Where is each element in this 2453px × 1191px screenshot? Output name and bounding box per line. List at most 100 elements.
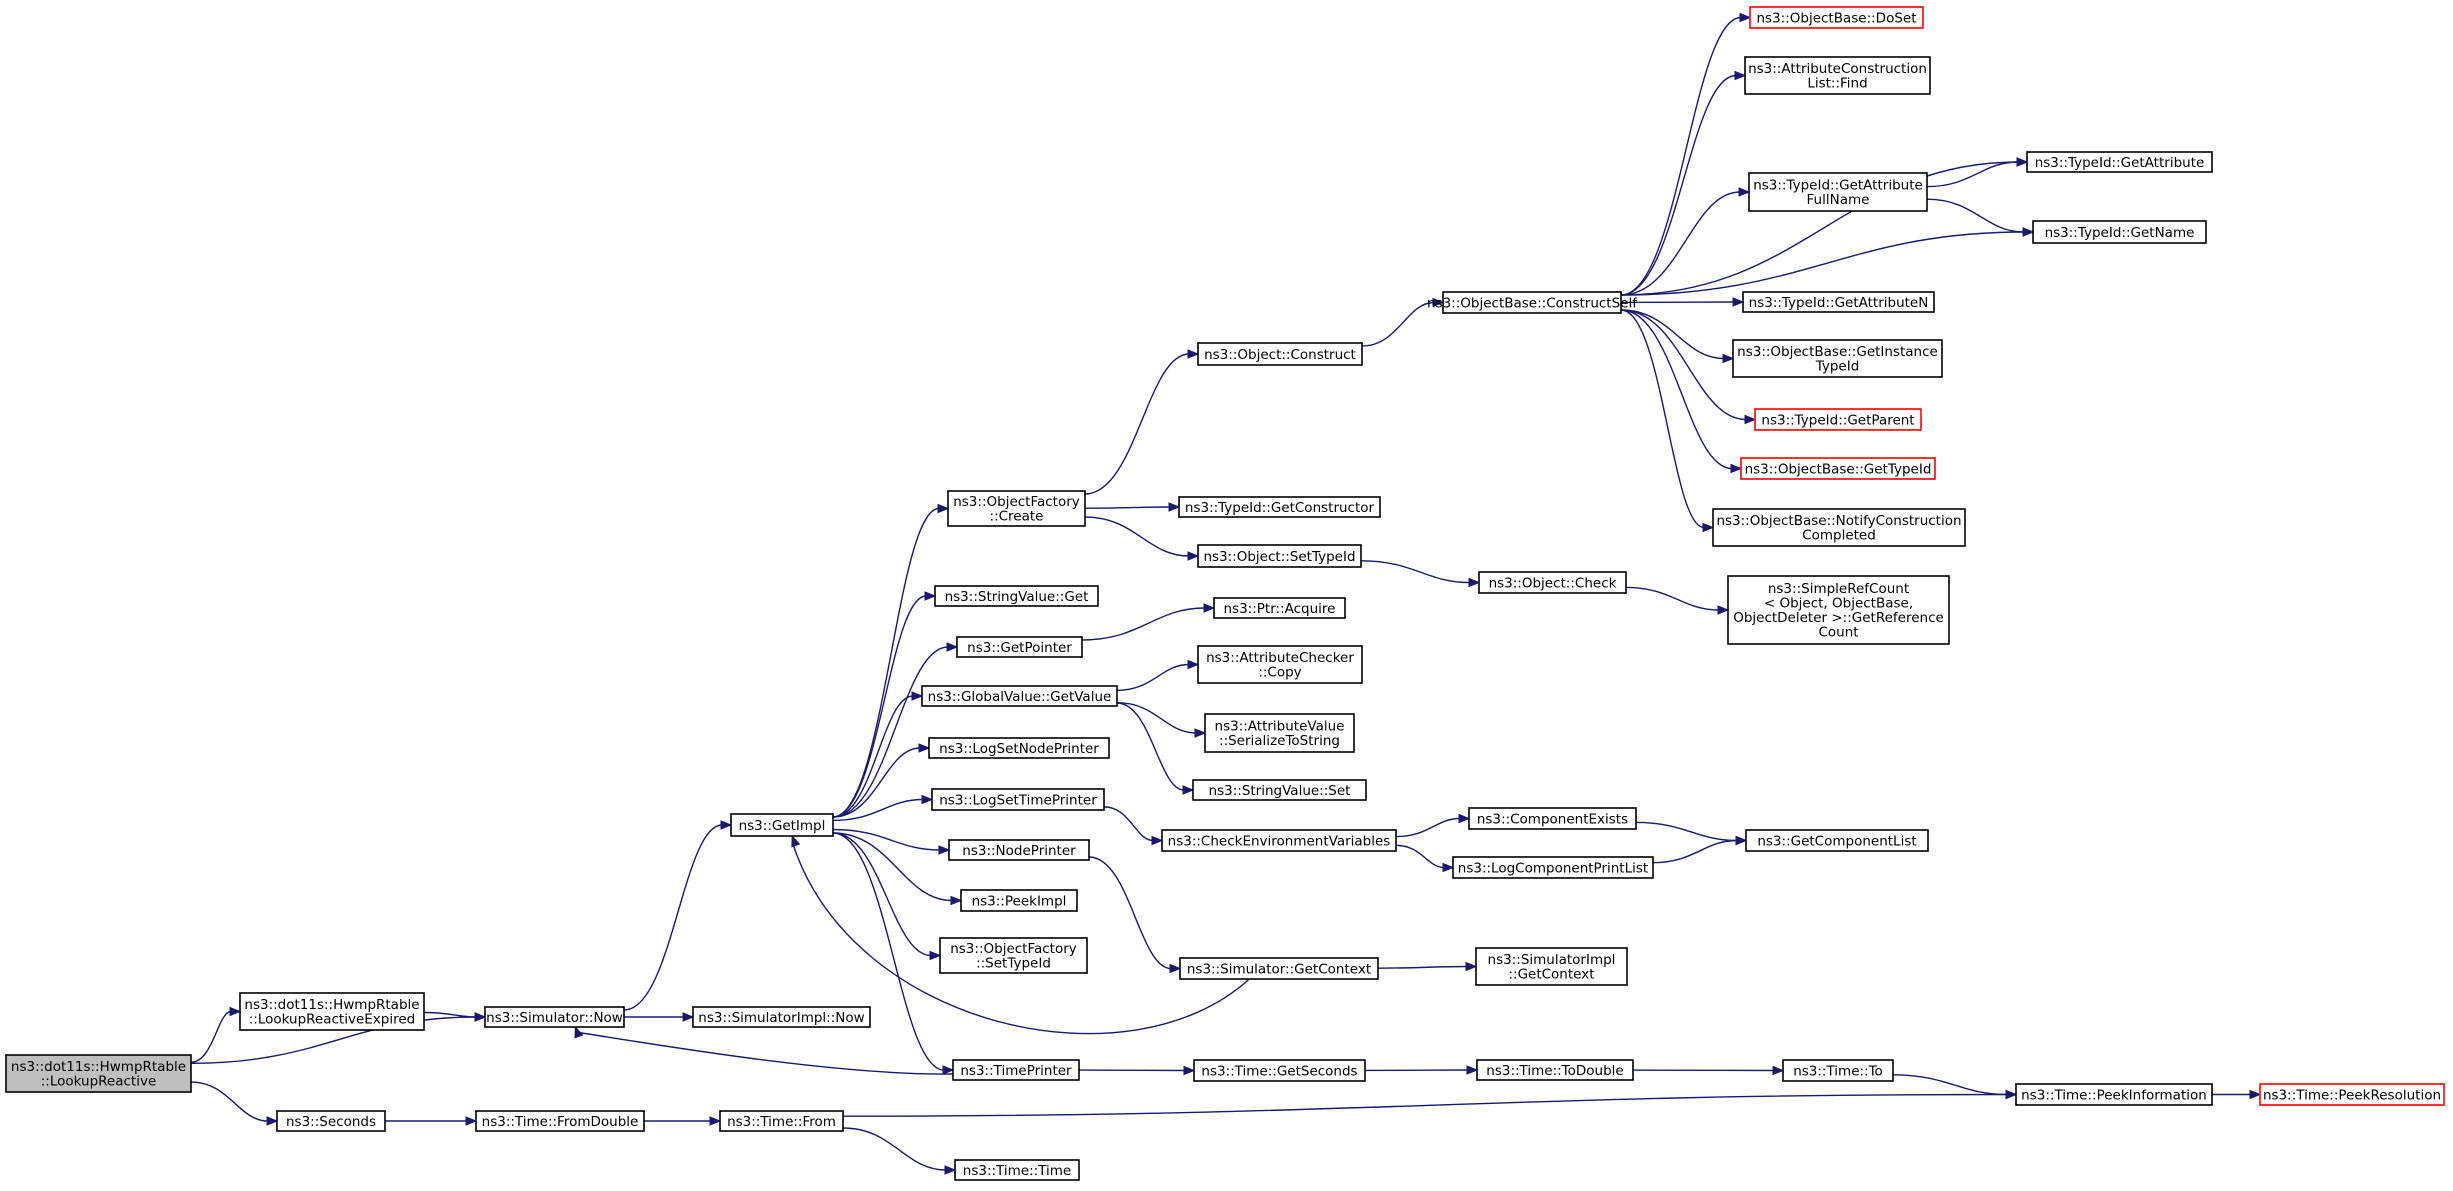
node-timetime[interactable]: ns3::Time::Time <box>954 1159 1080 1181</box>
edge-fromdouble-to-timefrom <box>643 1116 722 1126</box>
node-expired[interactable]: ns3::dot11s::HwmpRtable::LookupReactiveE… <box>239 992 425 1031</box>
edge-timefrom-to-peekinfo <box>842 1089 2018 1117</box>
node-box <box>947 490 1086 527</box>
edge-arrowhead <box>229 1006 242 1017</box>
node-label: ns3::Time::PeekResolution <box>2263 1087 2441 1103</box>
node-getctor[interactable]: ns3::TypeId::GetConstructor <box>1178 496 1381 518</box>
node-label: Completed <box>1802 528 1876 544</box>
node-getattr[interactable]: ns3::TypeId::GetAttribute <box>2026 151 2213 173</box>
node-nodeprinter[interactable]: ns3::NodePrinter <box>948 839 1090 861</box>
node-label: ns3::TypeId::GetAttributeN <box>1749 295 1929 311</box>
node-peekinfo[interactable]: ns3::Time::PeekInformation <box>2015 1083 2213 1106</box>
node-box <box>1782 1059 1894 1082</box>
node-timeto[interactable]: ns3::Time::To <box>1782 1059 1894 1082</box>
node-logcomplist[interactable]: ns3::LogComponentPrintList <box>1452 856 1654 879</box>
node-checkenv[interactable]: ns3::CheckEnvironmentVariables <box>1161 829 1397 852</box>
node-objsettype[interactable]: ns3::Object::SetTypeId <box>1197 544 1362 568</box>
node-gvget[interactable]: ns3::GlobalValue::GetValue <box>921 685 1118 707</box>
node-getcomplist[interactable]: ns3::GetComponentList <box>1745 829 1929 852</box>
node-label: ns3::Simulator::Now <box>486 1010 623 1026</box>
node-ofcreate[interactable]: ns3::ObjectFactory::Create <box>947 490 1086 527</box>
edge-path <box>832 695 914 818</box>
node-obgettype[interactable]: ns3::ObjectBase::GetTypeId <box>1740 457 1936 480</box>
edge-arrowhead <box>2005 1089 2018 1100</box>
node-box <box>1193 1059 1366 1082</box>
node-getattrn[interactable]: ns3::TypeId::GetAttributeN <box>1742 291 1935 313</box>
node-timeprinter[interactable]: ns3::TimePrinter <box>952 1059 1080 1081</box>
edge-nodeprinter-to-getctx <box>1088 856 1182 974</box>
edge-arrowhead <box>1722 353 1735 364</box>
edge-construct-to-obgettype <box>1620 309 1743 474</box>
node-aser[interactable]: ns3::AttributeValue::SerializeToString <box>1204 713 1355 753</box>
node-ofsettype[interactable]: ns3::ObjectFactory::SetTypeId <box>939 937 1088 974</box>
edge-path <box>1926 161 2019 188</box>
node-acopy[interactable]: ns3::AttributeChecker::Copy <box>1197 645 1363 684</box>
node-implgetctx[interactable]: ns3::SimulatorImpl::GetContext <box>1475 947 1628 986</box>
node-timefrom[interactable]: ns3::Time::From <box>719 1110 844 1132</box>
edge-path <box>1652 839 1738 864</box>
node-label: ns3::GlobalValue::GetValue <box>928 689 1112 705</box>
edge-getctx-to-implgetctx <box>1377 961 1478 972</box>
node-strset[interactable]: ns3::StringValue::Set <box>1192 779 1367 801</box>
node-getpointer[interactable]: ns3::GetPointer <box>956 636 1083 658</box>
edge-arrowhead <box>944 1165 957 1175</box>
node-getimpl[interactable]: ns3::GetImpl <box>730 813 834 837</box>
node-now[interactable]: ns3::Simulator::Now <box>484 1006 625 1028</box>
node-peekres[interactable]: ns3::Time::PeekResolution <box>2259 1083 2445 1106</box>
edge-arrowhead <box>720 820 733 830</box>
node-objconstruct[interactable]: ns3::Object::Construct <box>1197 342 1363 366</box>
node-box <box>1204 713 1355 753</box>
node-box <box>1197 544 1362 568</box>
edge-arrowhead <box>1717 605 1730 615</box>
node-label: ns3::ObjectBase::NotifyConstruction <box>1716 513 1961 529</box>
edge-path <box>1620 161 2019 296</box>
node-root[interactable]: ns3::dot11s::HwmpRtable::LookupReactive <box>5 1054 192 1093</box>
node-box <box>934 585 1099 607</box>
node-doset[interactable]: ns3::ObjectBase::DoSet <box>1749 6 1924 29</box>
edge-path <box>832 646 949 818</box>
edge-getimpl-to-gvget <box>832 691 924 818</box>
node-fromdouble[interactable]: ns3::Time::FromDouble <box>475 1110 645 1132</box>
edge-path <box>1620 309 1733 470</box>
node-label: ns3::StringValue::Get <box>945 589 1089 605</box>
node-label: ObjectDeleter >::GetReference <box>1733 610 1944 626</box>
edge-arrowhead <box>1466 1065 1479 1075</box>
edge-arrowhead <box>791 834 801 848</box>
edge-getimpl-to-logtime <box>832 794 934 822</box>
node-ptracquire[interactable]: ns3::Ptr::Acquire <box>1213 597 1346 619</box>
edge-path <box>1116 663 1190 692</box>
edge-arrowhead <box>1738 187 1751 197</box>
node-implnow[interactable]: ns3::SimulatorImpl::Now <box>692 1006 871 1028</box>
node-label: ns3::LogSetNodePrinter <box>939 741 1099 757</box>
edge-path <box>832 832 945 1071</box>
edge-arrowhead <box>1465 961 1478 972</box>
node-label: ns3::Time::Time <box>963 1163 1071 1179</box>
node-getctx[interactable]: ns3::Simulator::GetContext <box>1179 957 1379 980</box>
edge-arrowhead <box>1732 297 1745 307</box>
node-getname[interactable]: ns3::TypeId::GetName <box>2032 220 2207 244</box>
edge-objsettype-to-objcheck <box>1360 560 1481 588</box>
node-getparent[interactable]: ns3::TypeId::GetParent <box>1754 408 1922 431</box>
node-strget[interactable]: ns3::StringValue::Get <box>934 585 1099 607</box>
node-lognode[interactable]: ns3::LogSetNodePrinter <box>928 737 1110 759</box>
edge-construct-to-getattrfull <box>1620 187 1751 296</box>
node-box <box>1745 829 1929 852</box>
node-label: ns3::TimePrinter <box>960 1063 1072 1079</box>
node-objcheck[interactable]: ns3::Object::Check <box>1478 571 1627 594</box>
node-compexists[interactable]: ns3::ComponentExists <box>1468 807 1637 830</box>
edge-arrowhead <box>1739 12 1752 23</box>
node-box <box>960 889 1078 912</box>
node-simpleref[interactable]: ns3::SimpleRefCount< Object, ObjectBase,… <box>1727 575 1950 645</box>
edge-path <box>1620 309 1747 421</box>
node-notify[interactable]: ns3::ObjectBase::NotifyConstructionCompl… <box>1712 508 1966 547</box>
node-todouble[interactable]: ns3::Time::ToDouble <box>1476 1059 1634 1081</box>
node-seconds[interactable]: ns3::Seconds <box>276 1110 386 1132</box>
node-peekimpl[interactable]: ns3::PeekImpl <box>960 889 1078 912</box>
node-label: ::GetContext <box>1508 967 1594 983</box>
node-logtime[interactable]: ns3::LogSetTimePrinter <box>931 788 1105 811</box>
node-getsec[interactable]: ns3::Time::GetSeconds <box>1193 1059 1366 1082</box>
node-construct[interactable]: ns3::ObjectBase::ConstructSelf <box>1427 291 1638 314</box>
